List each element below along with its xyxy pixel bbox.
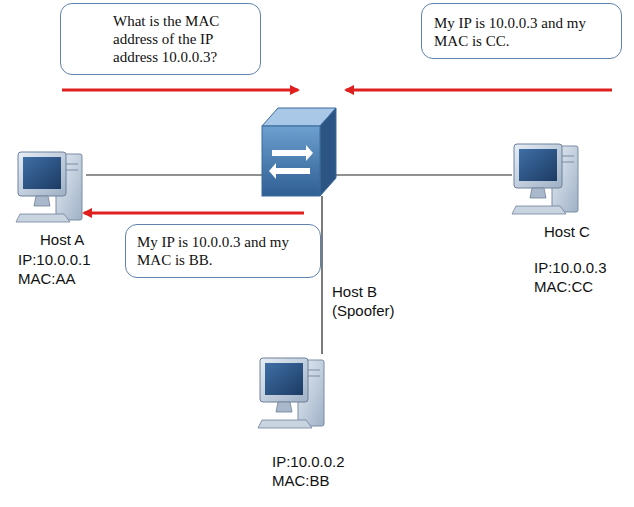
address-text: IP:10.0.0.1 MAC:AA [18, 250, 91, 288]
speech-bubble: My IP is 10.0.0.3 and my MAC is CC. [421, 3, 622, 59]
message-arrow [346, 89, 612, 92]
host-computer [258, 358, 324, 428]
address-text: IP:10.0.0.3 MAC:CC [534, 258, 607, 296]
speech-bubble: My IP is 10.0.0.3 and my MAC is BB. [125, 224, 321, 278]
cable [328, 174, 512, 175]
host-computer [512, 144, 578, 214]
switch-icon [262, 108, 336, 196]
host-computer [16, 152, 82, 222]
message-arrow [62, 89, 298, 92]
speech-bubble: What is the MAC address of the IP addres… [60, 3, 261, 75]
host-name: Host A [40, 230, 84, 249]
cable [86, 174, 262, 175]
message-text: My IP is 10.0.0.3 and my MAC is BB. [137, 233, 309, 269]
host-name: Host C [544, 222, 590, 241]
message-text: What is the MAC address of the IP addres… [113, 12, 249, 66]
address-text: IP:10.0.0.2 MAC:BB [272, 452, 345, 490]
message-arrow [84, 212, 304, 215]
cable [321, 196, 322, 354]
message-text: My IP is 10.0.0.3 and my MAC is CC. [434, 14, 610, 50]
host-name: Host B (Spoofer) [332, 282, 395, 320]
